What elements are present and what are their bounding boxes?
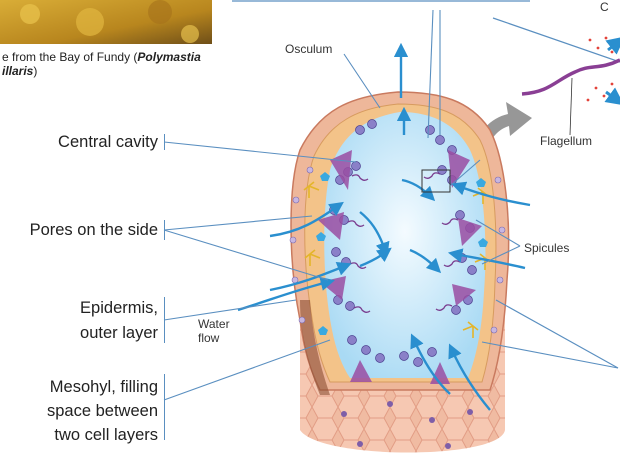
flagellum-inset — [492, 17, 620, 136]
label-central-cavity: Central cavity — [58, 133, 158, 151]
label-mesohyl-line2: space between — [47, 402, 158, 420]
label-epidermis-line2: outer layer — [80, 324, 158, 342]
label-mesohyl-line3: two cell layers — [54, 426, 158, 444]
leader-lines — [163, 9, 619, 401]
caption-line2-italic: illaris — [2, 64, 34, 78]
label-top-right-fragment: C — [600, 0, 609, 14]
label-pores: Pores on the side — [29, 221, 158, 239]
label-osculum: Osculum — [285, 42, 333, 56]
amoebocytes — [316, 172, 488, 335]
bracket-epidermis — [164, 297, 165, 343]
label-mesohyl-line1: Mesohyl, filling — [49, 378, 158, 396]
bracket-central-cavity — [164, 134, 165, 150]
label-spicules: Spicules — [524, 241, 570, 255]
label-water-line2: flow — [198, 331, 220, 345]
caption-line1-prefix: e from the Bay of Fundy ( — [2, 50, 138, 64]
label-flagellum: Flagellum — [540, 134, 593, 148]
photo-caption: e from the Bay of Fundy (Polymastia illa… — [2, 50, 201, 78]
label-epidermis-line1: Epidermis, — [80, 299, 158, 317]
bracket-mesohyl — [164, 374, 165, 440]
bracket-pores — [164, 220, 165, 240]
label-water-line1: Water — [198, 317, 230, 331]
water-flow-arrows — [237, 42, 531, 411]
caption-line1-italic: Polymastia — [137, 50, 201, 64]
sponge-photo — [0, 0, 212, 44]
caption-line2-suffix: ) — [33, 64, 38, 78]
